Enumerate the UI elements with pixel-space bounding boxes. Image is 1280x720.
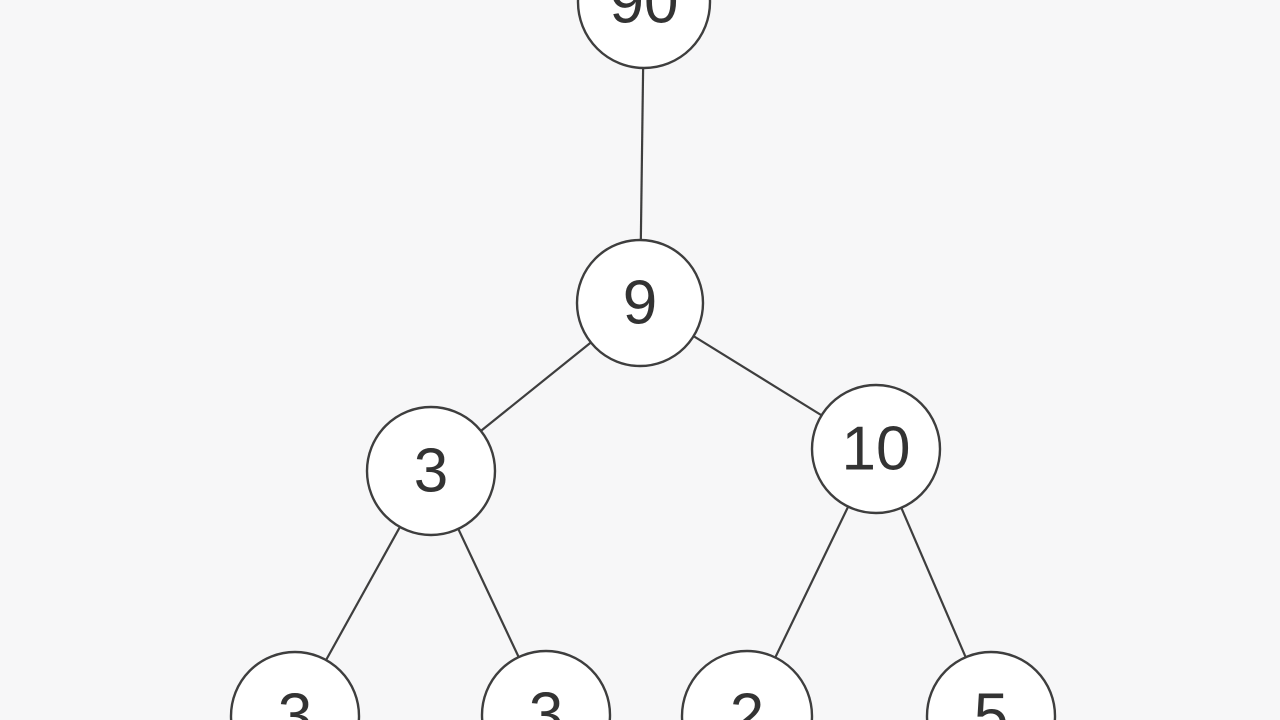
tree-node-n3: 3: [365, 405, 497, 537]
tree-node-circle: [365, 405, 497, 537]
tree-node-label: 10: [842, 415, 911, 484]
tree-node-label: 3: [529, 681, 563, 720]
tree-node-n9: 9: [575, 238, 705, 368]
tree-node-circle: [925, 650, 1057, 720]
tree-node-n3b: 3: [480, 649, 612, 720]
tree-node-label: 3: [414, 437, 448, 506]
tree-node-n2: 2: [680, 649, 814, 720]
tree-node-circle: [229, 650, 361, 720]
tree-node-circle: [810, 383, 942, 515]
tree-node-n5: 5: [925, 650, 1057, 720]
tree-node-circle: [576, 0, 712, 70]
tree-node-label: 3: [278, 682, 312, 720]
tree-node-label: 90: [610, 0, 679, 37]
tree-node-n10: 10: [810, 383, 942, 515]
tree-node-circle: [480, 649, 612, 720]
tree-node-label: 5: [974, 682, 1008, 720]
tree-node-n3a: 3: [229, 650, 361, 720]
tree-node-label: 9: [623, 269, 657, 338]
tree-nodes-layer: 90 9 3 10 3 3 2 5: [229, 0, 1057, 720]
tree-node-circle: [575, 238, 705, 368]
tree-node-label: 2: [730, 682, 764, 720]
tree-node-circle: [680, 649, 814, 720]
tree-node-n90: 90: [576, 0, 712, 70]
